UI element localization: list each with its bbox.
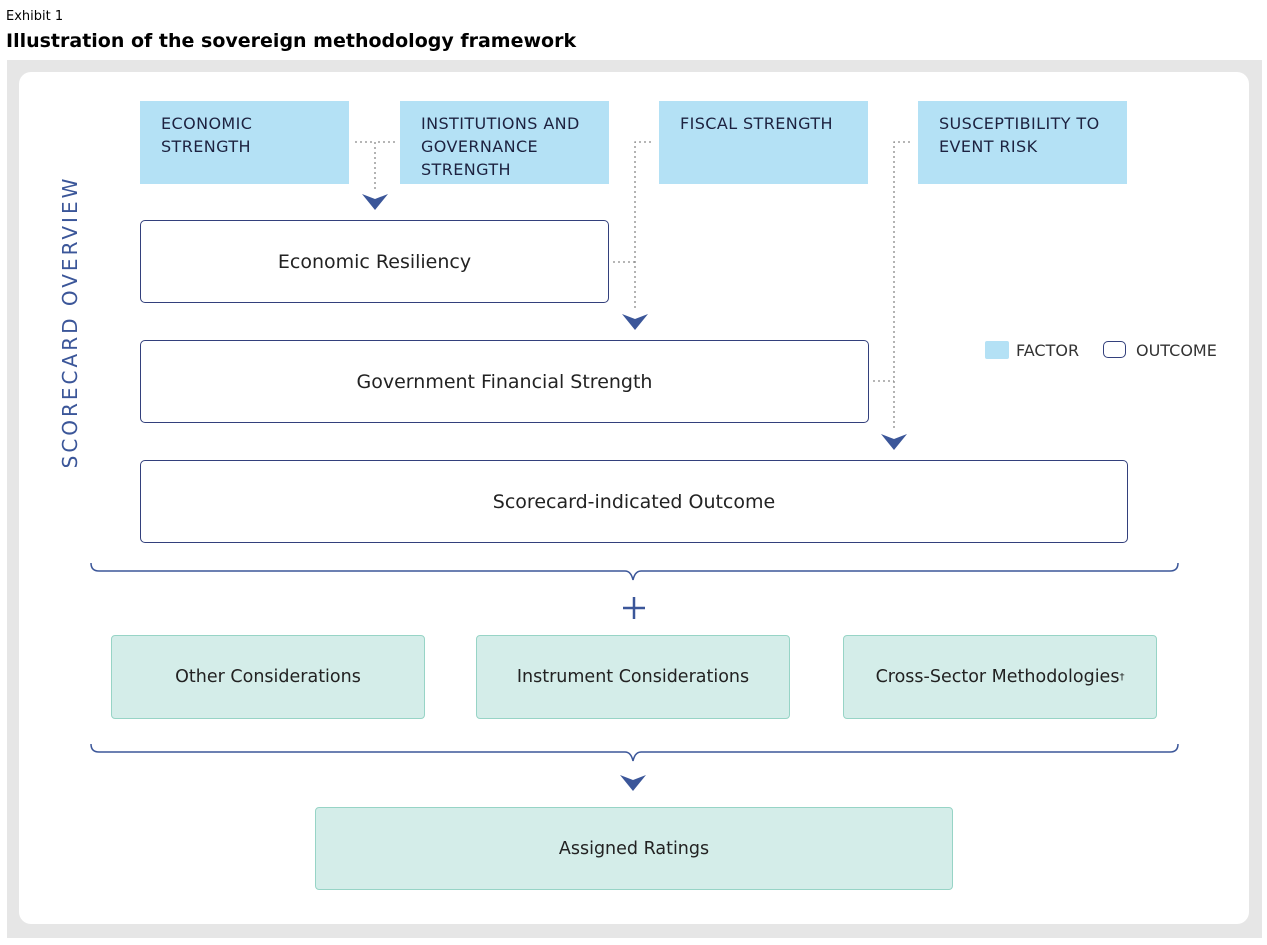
consideration-cross-sector: Cross-Sector Methodologies† <box>843 635 1157 719</box>
arrow-down-icon <box>881 434 907 450</box>
assigned-ratings-label: Assigned Ratings <box>558 838 710 859</box>
arrow-down-icon <box>620 775 646 791</box>
outcome-economic-resiliency: Economic Resiliency <box>140 220 609 303</box>
outcome-government-financial-strength: Government Financial Strength <box>140 340 869 423</box>
consideration-other-label: Other Considerations <box>175 667 361 687</box>
factor-susceptibility-event-risk: SUSCEPTIBILITY TO EVENT RISK <box>918 101 1127 184</box>
arrow-down-icon <box>622 314 648 330</box>
consideration-instrument-label: Instrument Considerations <box>516 667 750 687</box>
consideration-instrument: Instrument Considerations <box>476 635 790 719</box>
footnote-mark: † <box>1119 671 1125 683</box>
factor-fiscal-strength: FISCAL STRENGTH <box>659 101 868 184</box>
factor-economic-strength: ECONOMIC STRENGTH <box>140 101 349 184</box>
connector-economic-to-resiliency <box>355 141 376 190</box>
plus-icon <box>623 597 645 619</box>
brace-scorecard <box>90 562 1179 581</box>
factor-institutions-governance-strength: INSTITUTIONS AND GOVERNANCE STRENGTH <box>400 101 609 184</box>
assigned-ratings-box: Assigned Ratings <box>315 807 953 890</box>
outcome-economic-resiliency-label: Economic Resiliency <box>277 250 472 273</box>
outcome-scorecard-indicated-label: Scorecard-indicated Outcome <box>492 490 776 513</box>
consideration-cross-sector-label: Cross-Sector Methodologies <box>875 667 1120 687</box>
exhibit-title: Illustration of the sovereign methodolog… <box>6 30 577 52</box>
brace-considerations <box>90 743 1179 762</box>
legend-factor-swatch <box>985 341 1009 359</box>
legend-outcome-swatch <box>1103 341 1126 358</box>
consideration-other: Other Considerations <box>111 635 425 719</box>
exhibit-label: Exhibit 1 <box>6 9 64 24</box>
outcome-government-financial-strength-label: Government Financial Strength <box>356 370 653 393</box>
outcome-scorecard-indicated: Scorecard-indicated Outcome <box>140 460 1128 543</box>
arrow-down-icon <box>362 194 388 210</box>
legend-factor-label: FACTOR <box>1016 341 1080 360</box>
connector-fiscal-to-financial <box>634 141 651 310</box>
connector-event-risk-to-outcome <box>893 141 910 430</box>
legend-outcome-label: OUTCOME <box>1136 341 1217 360</box>
